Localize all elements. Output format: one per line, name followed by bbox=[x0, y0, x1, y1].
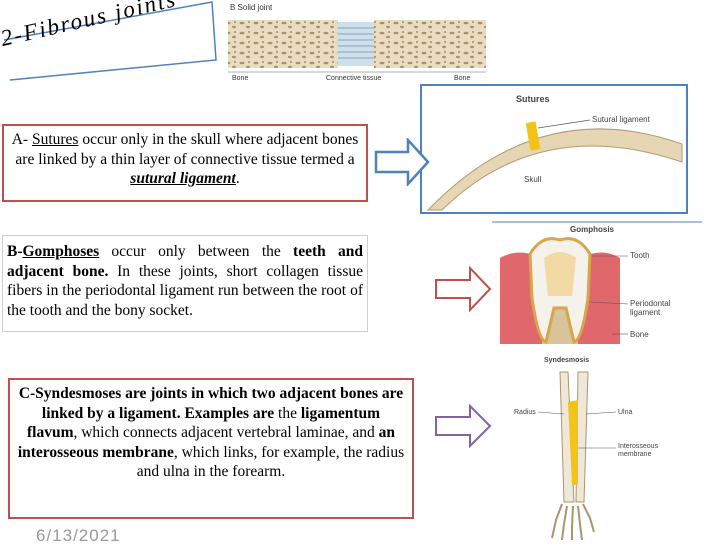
sutures-text-box: A- Sutures occur only in the skull where… bbox=[2, 124, 368, 202]
svg-text:Bone: Bone bbox=[630, 330, 649, 339]
svg-text:membrane: membrane bbox=[618, 451, 652, 458]
svg-text:Sutural ligament: Sutural ligament bbox=[592, 115, 651, 124]
title-panel: 2-Fibrous joints bbox=[0, 0, 218, 81]
sutures-figure: Sutures Sutural ligament Skull bbox=[420, 84, 688, 214]
svg-text:ligament: ligament bbox=[630, 308, 661, 317]
slide-date: 6/13/2021 bbox=[36, 526, 121, 545]
svg-text:Tooth: Tooth bbox=[630, 251, 650, 260]
syndesmoses-text-box: C-Syndesmoses are joints in which two ad… bbox=[8, 378, 414, 519]
solid-joint-title: B Solid joint bbox=[230, 3, 273, 12]
svg-text:Radius: Radius bbox=[514, 409, 536, 416]
svg-text:Periodontal: Periodontal bbox=[630, 299, 671, 308]
svg-text:Interosseous: Interosseous bbox=[618, 443, 659, 450]
sutures-fig-title: Sutures bbox=[516, 94, 550, 104]
svg-text:Bone: Bone bbox=[232, 75, 248, 82]
syndesmosis-figure: Syndesmosis Radius Ulna Interosseous mem… bbox=[504, 352, 694, 541]
svg-text:Ulna: Ulna bbox=[618, 409, 633, 416]
gomphosis-figure: Gomphosis Tooth Periodontal ligament Bon… bbox=[492, 220, 702, 350]
title-border bbox=[3, 1, 217, 81]
svg-text:Connective tissue: Connective tissue bbox=[326, 75, 381, 82]
svg-text:Skull: Skull bbox=[524, 175, 542, 184]
svg-text:Bone: Bone bbox=[454, 75, 470, 82]
svg-text:Gomphosis: Gomphosis bbox=[570, 225, 615, 234]
arrow-right-icon bbox=[435, 266, 492, 312]
arrow-right-icon bbox=[435, 404, 492, 448]
arrow-right-icon bbox=[374, 138, 430, 186]
solid-joint-figure: B Solid joint Bone Connective tissue Bon… bbox=[224, 0, 490, 84]
gomphoses-text-box: B-Gomphoses occur only between the teeth… bbox=[2, 235, 368, 332]
svg-text:Syndesmosis: Syndesmosis bbox=[544, 357, 589, 364]
